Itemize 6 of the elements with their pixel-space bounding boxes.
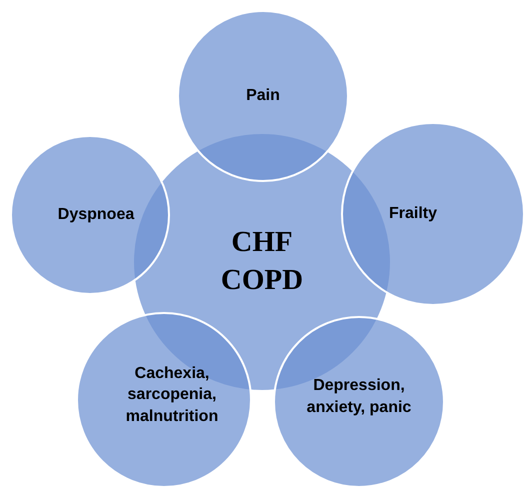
- circle-label: CHF COPD: [220, 225, 304, 298]
- circle-label: Frailty: [388, 204, 438, 224]
- circle-label: Pain: [245, 86, 281, 106]
- circle-label: Depression, anxiety, panic: [306, 376, 412, 418]
- circle-label: Dyspnoea: [56, 205, 136, 226]
- circle-label: Cachexia, sarcopenia, malnutrition: [124, 364, 220, 427]
